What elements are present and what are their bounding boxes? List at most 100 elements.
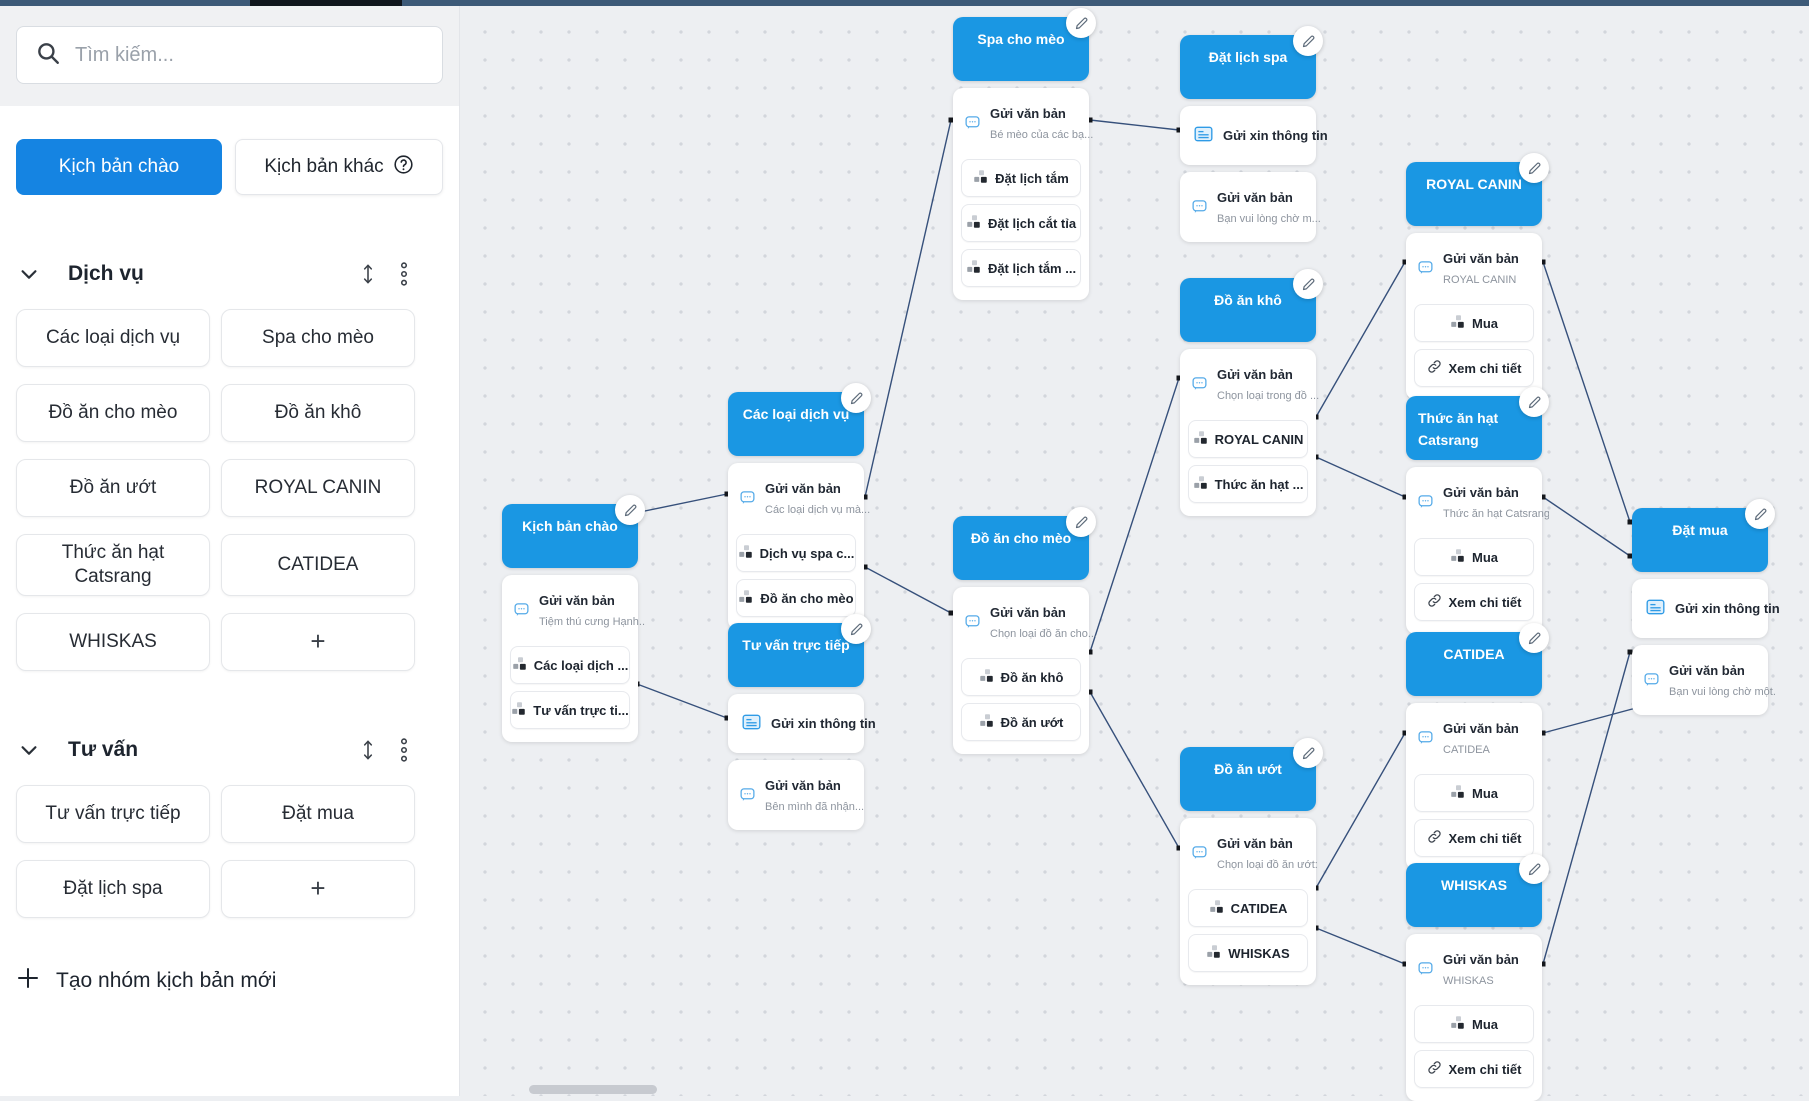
edit-pencil-icon[interactable] [1066,8,1096,38]
script-link-button[interactable]: Xem chi tiết [1414,583,1534,621]
script-link-button[interactable]: Đồ ăn ướt [961,703,1081,741]
script-button[interactable]: Đặt mua [221,785,415,843]
node-header[interactable]: Đồ ăn khô [1180,278,1316,342]
edit-pencil-icon[interactable] [1519,387,1549,417]
flow-canvas[interactable] [461,6,1809,1096]
node-header[interactable]: Thức ăn hạt Catsrang [1406,396,1542,460]
script-button[interactable]: Đặt lịch spa [16,860,210,918]
script-link-button[interactable]: Xem chi tiết [1414,819,1534,857]
script-link-button[interactable]: Dịch vụ spa c... [736,534,856,572]
add-script-button[interactable]: + [221,613,415,671]
script-button[interactable]: Các loại dịch vụ [16,309,210,367]
script-link-button[interactable]: Các loại dịch ... [510,646,630,684]
script-link-button[interactable]: Xem chi tiết [1414,1050,1534,1088]
script-link-button[interactable]: Đặt lịch cắt tỉa [961,204,1081,242]
script-link-button[interactable]: Mua [1414,1005,1534,1043]
edit-pencil-icon[interactable] [1066,507,1096,537]
sort-updown-icon[interactable] [357,263,379,285]
create-script-group-button[interactable]: Tạo nhóm kịch bản mới [0,966,459,996]
script-button[interactable]: ROYAL CANIN [221,459,415,517]
add-script-button[interactable]: + [221,860,415,918]
script-link-button[interactable]: Mua [1414,774,1534,812]
script-link-button[interactable]: Đặt lịch tắm ... [961,249,1081,287]
chevron-down-icon[interactable] [16,261,42,287]
node-header[interactable]: Các loại dịch vụ [728,392,864,456]
node-header[interactable]: Đồ ăn ướt [1180,747,1316,811]
tab-kich-ban-khac[interactable]: Kịch bản khác [235,139,443,195]
script-link-button[interactable]: Mua [1414,304,1534,342]
node-header[interactable]: WHISKAS [1406,863,1542,927]
script-link-button[interactable]: Thức ăn hạt ... [1188,465,1308,503]
request-info-item[interactable]: Gửi xin thông tin [1638,585,1762,632]
script-link-button[interactable]: Xem chi tiết [1414,349,1534,387]
edit-pencil-icon[interactable] [841,383,871,413]
script-link-button[interactable]: CATIDEA [1188,889,1308,927]
script-button[interactable]: Thức ăn hạt Catsrang [16,534,210,596]
script-link-button[interactable]: Đặt lịch tắm [961,159,1081,197]
script-link-button[interactable]: Mua [1414,538,1534,576]
script-button[interactable]: Đồ ăn ướt [16,459,210,517]
request-info-item[interactable]: Gửi xin thông tin [1186,112,1310,159]
edit-pencil-icon[interactable] [1293,269,1323,299]
edit-pencil-icon[interactable] [1519,153,1549,183]
edit-pencil-icon[interactable] [1293,26,1323,56]
horizontal-scrollbar-thumb[interactable] [529,1085,657,1094]
node-header[interactable]: Đặt mua [1632,508,1768,572]
search-box[interactable] [16,26,443,84]
more-options-icon[interactable] [393,739,415,761]
script-button[interactable]: Spa cho mèo [221,309,415,367]
chevron-down-icon[interactable] [16,737,42,763]
edit-pencil-icon[interactable] [1519,854,1549,884]
more-options-icon[interactable] [393,263,415,285]
node-header[interactable]: ROYAL CANIN [1406,162,1542,226]
node-header[interactable]: Spa cho mèo [953,17,1089,81]
script-link-button[interactable]: ROYAL CANIN [1188,420,1308,458]
script-button[interactable]: CATIDEA [221,534,415,596]
node-header[interactable]: Đặt lịch spa [1180,35,1316,99]
node-header[interactable]: Kịch bản chào [502,504,638,568]
edit-pencil-icon[interactable] [615,495,645,525]
sort-updown-icon[interactable] [357,739,379,761]
edit-pencil-icon[interactable] [1519,623,1549,653]
node-header[interactable]: Tư vấn trực tiếp [728,623,864,687]
script-link-button[interactable]: Tư vấn trực ti... [510,691,630,729]
script-link-button[interactable]: WHISKAS [1188,934,1308,972]
edit-pencil-icon[interactable] [1745,499,1775,529]
node-header[interactable]: Đồ ăn cho mèo [953,516,1089,580]
script-link-button[interactable]: Đồ ăn khô [961,658,1081,696]
edit-pencil-icon[interactable] [1293,738,1323,768]
script-button[interactable]: WHISKAS [16,613,210,671]
tab-kich-ban-chao[interactable]: Kịch bản chào [16,139,222,195]
edit-pencil-icon[interactable] [841,614,871,644]
request-info-item[interactable]: Gửi xin thông tin [734,700,858,747]
node-header[interactable]: CATIDEA [1406,632,1542,696]
script-button[interactable]: Tư vấn trực tiếp [16,785,210,843]
search-input[interactable] [75,44,424,67]
script-link-button[interactable]: Đồ ăn cho mèo [736,579,856,617]
